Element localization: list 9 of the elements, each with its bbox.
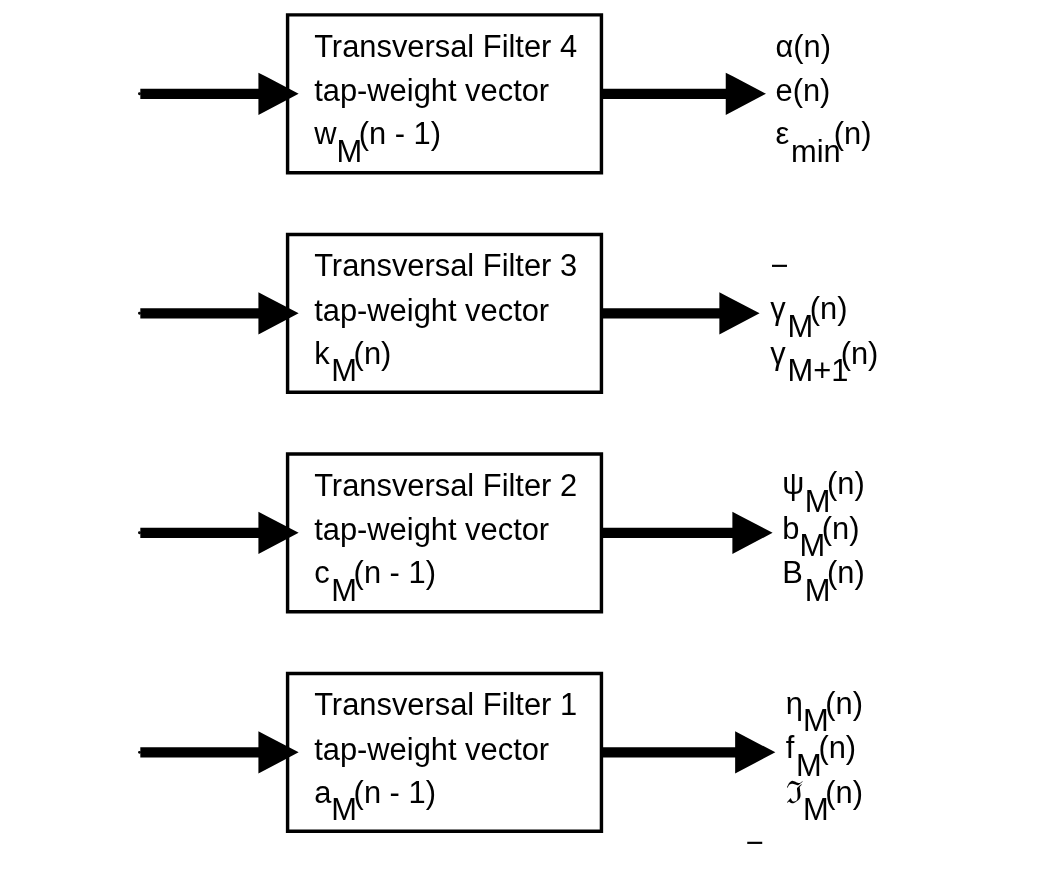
arrow xyxy=(601,731,776,774)
arrow xyxy=(140,731,299,774)
arrow xyxy=(601,511,773,554)
node-label: − xyxy=(745,824,764,860)
arrow xyxy=(601,292,760,335)
arrow xyxy=(601,72,766,115)
arrow xyxy=(140,511,299,554)
arrow xyxy=(140,292,299,335)
arrow xyxy=(140,72,299,115)
